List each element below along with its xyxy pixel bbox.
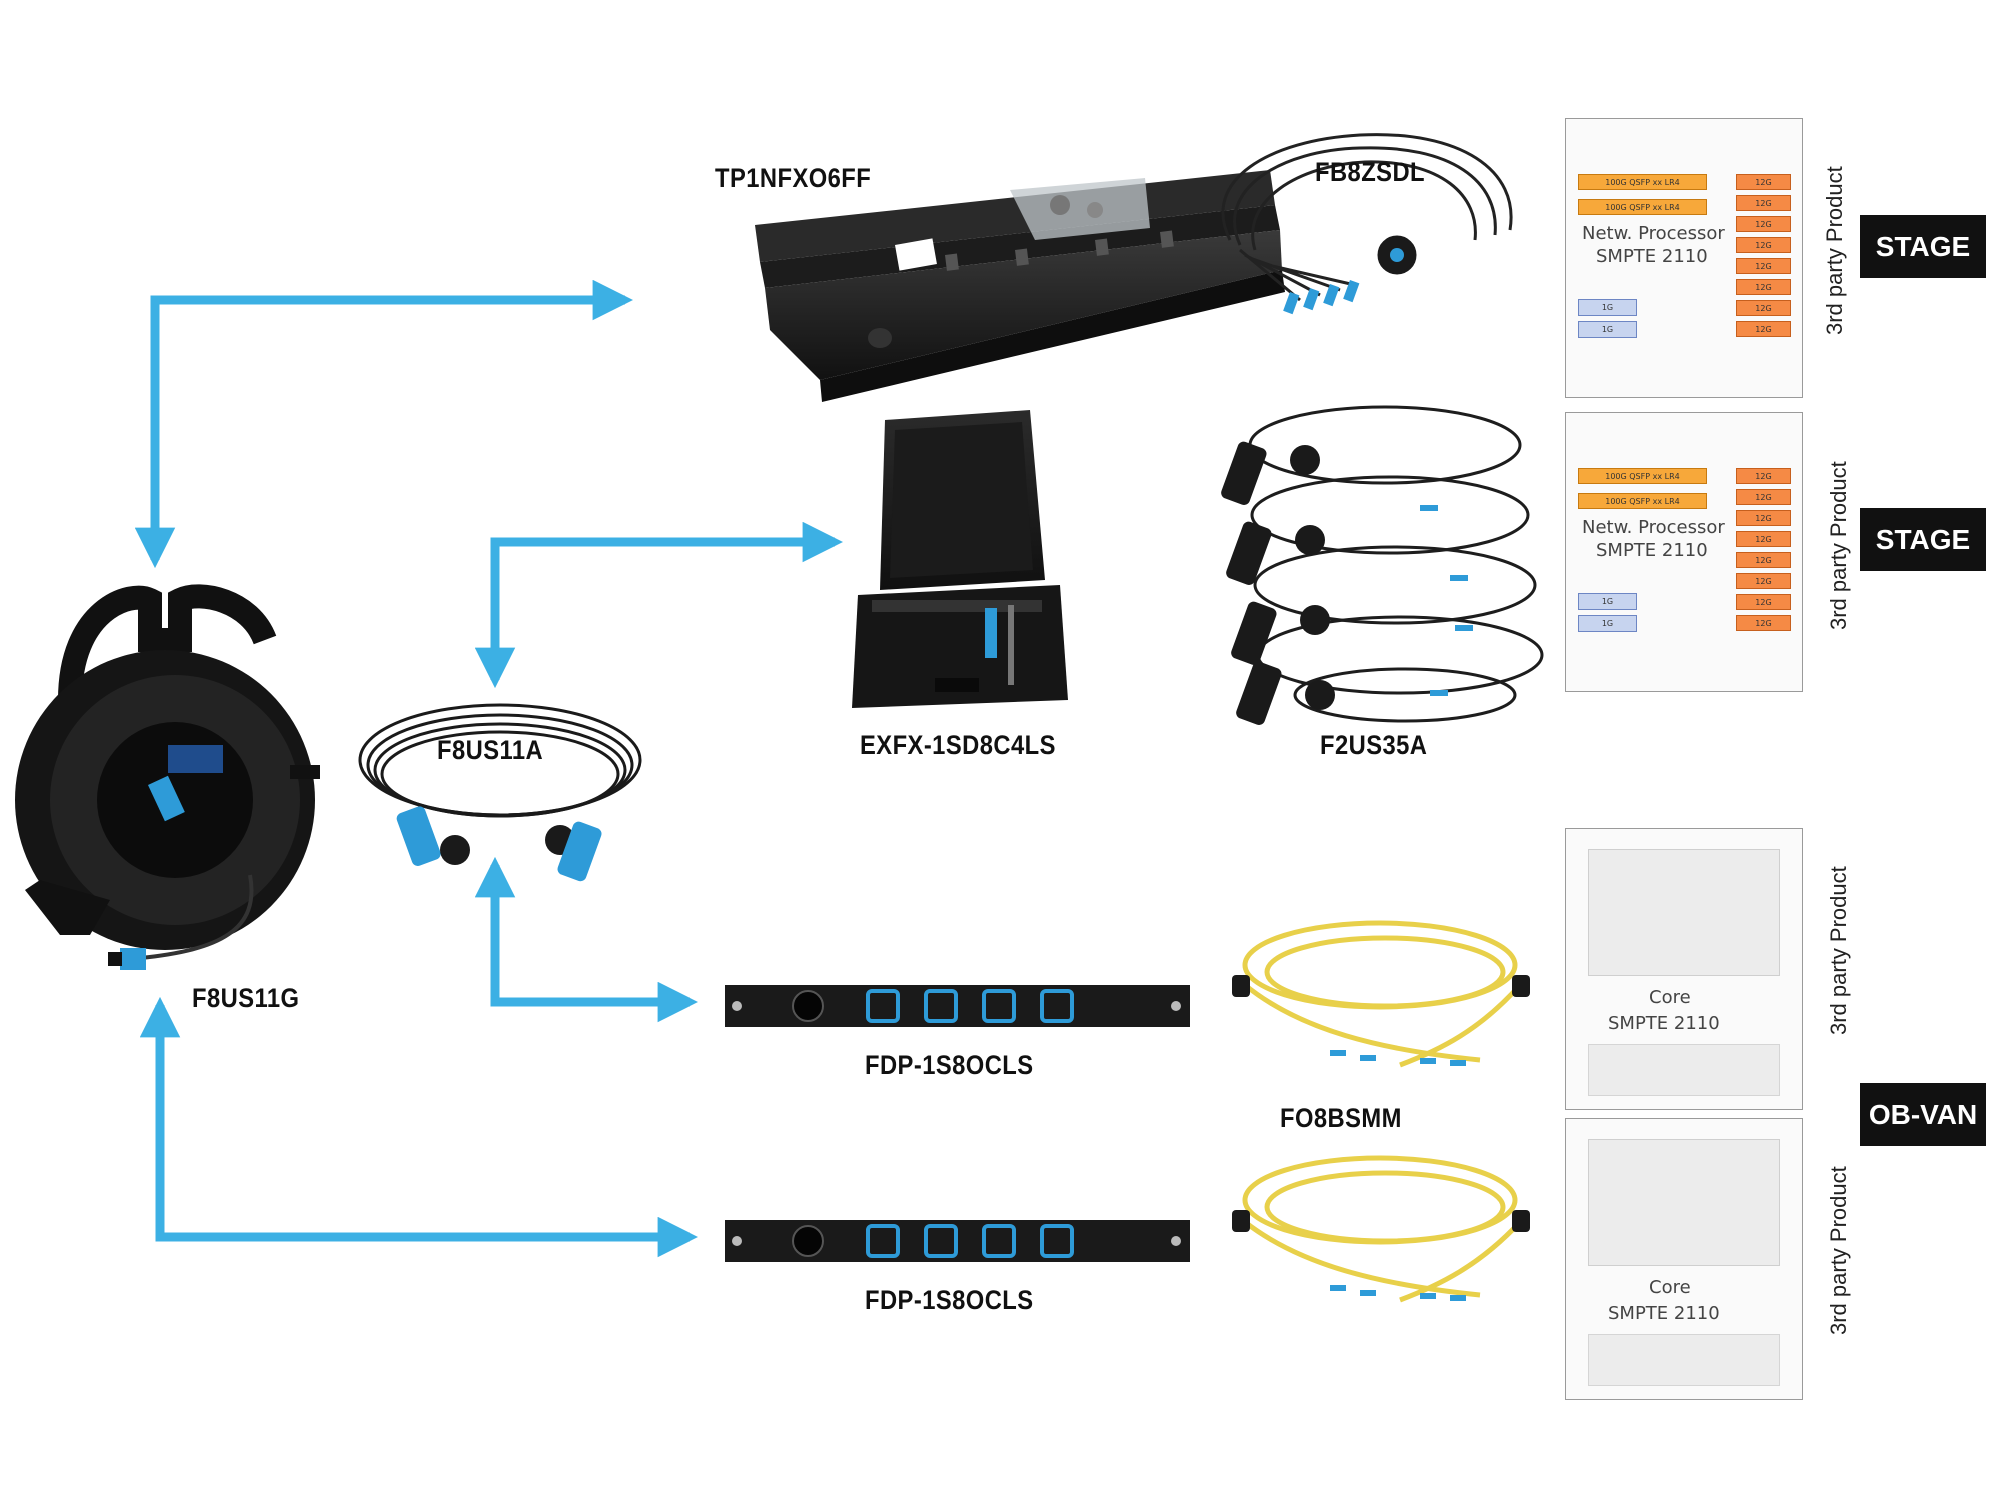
label-fdp-1s8ocls-upper: FDP-1S8OCLS bbox=[865, 1050, 1034, 1080]
arrow-cable-to-case bbox=[474, 521, 844, 689]
port-12g: 12G bbox=[1736, 237, 1791, 253]
label-tp1nfxo6ff: TP1NFXO6FF bbox=[715, 163, 872, 193]
core-title: Core bbox=[1649, 1277, 1691, 1298]
port-12g: 12G bbox=[1736, 489, 1791, 505]
port-12g: 12G bbox=[1736, 552, 1791, 568]
port-12g: 12G bbox=[1736, 573, 1791, 589]
label-fdp-1s8ocls-lower: FDP-1S8OCLS bbox=[865, 1285, 1034, 1315]
port-12g: 12G bbox=[1736, 321, 1791, 337]
core-subtitle: SMPTE 2110 bbox=[1608, 1013, 1720, 1034]
label-fb8zsdl: FB8ZSDL bbox=[1315, 157, 1425, 187]
port-100g: 100G QSFP xx LR4 bbox=[1578, 468, 1707, 484]
network-processor-panel-1: 100G QSFP xx LR4 100G QSFP xx LR4 Netw. … bbox=[1565, 118, 1803, 398]
yellow-fibre-2-illustration bbox=[1242, 1155, 1522, 1303]
arrow-reel-to-panel bbox=[139, 996, 699, 1258]
yellow-fibre-lc bbox=[1330, 1050, 1466, 1301]
yellow-fibre-1-illustration bbox=[1242, 920, 1522, 1068]
core-panel-2: Core SMPTE 2110 bbox=[1565, 1118, 1803, 1400]
processor-title: Netw. Processor bbox=[1582, 223, 1725, 244]
arrow-reel-to-rack bbox=[134, 279, 634, 569]
core-panel-1: Core SMPTE 2110 bbox=[1565, 828, 1803, 1110]
processor-title: Netw. Processor bbox=[1582, 517, 1725, 538]
third-party-label-2: 3rd party Product bbox=[1826, 461, 1851, 630]
rack-tray-illustration bbox=[755, 170, 1285, 402]
coil-connectors bbox=[396, 806, 602, 882]
port-12g: 12G bbox=[1736, 195, 1791, 211]
port-1g: 1G bbox=[1578, 615, 1637, 632]
zone-tag-ob-van: OB-VAN bbox=[1860, 1083, 1986, 1146]
port-12g: 12G bbox=[1736, 615, 1791, 631]
third-party-label-4: 3rd party Product bbox=[1826, 1166, 1851, 1335]
core-subtitle: SMPTE 2110 bbox=[1608, 1303, 1720, 1324]
port-12g: 12G bbox=[1736, 279, 1791, 295]
port-100g: 100G QSFP xx LR4 bbox=[1578, 174, 1707, 190]
label-f8us11g: F8US11G bbox=[192, 983, 300, 1013]
port-12g: 12G bbox=[1736, 510, 1791, 526]
processor-subtitle: SMPTE 2110 bbox=[1596, 246, 1708, 267]
port-1g: 1G bbox=[1578, 299, 1637, 316]
port-12g: 12G bbox=[1736, 216, 1791, 232]
flow-arrows bbox=[134, 279, 844, 1258]
yellow-fibre-ends bbox=[1232, 975, 1530, 1232]
processor-subtitle: SMPTE 2110 bbox=[1596, 540, 1708, 561]
third-party-label-1: 3rd party Product bbox=[1822, 166, 1847, 335]
zone-tag-stage-lower: STAGE bbox=[1860, 508, 1986, 571]
port-100g: 100G QSFP xx LR4 bbox=[1578, 199, 1707, 215]
multi-cable-lc bbox=[1420, 505, 1473, 696]
core-title: Core bbox=[1649, 987, 1691, 1008]
patch-panel-1-illustration bbox=[725, 985, 1190, 1027]
port-12g: 12G bbox=[1736, 258, 1791, 274]
port-1g: 1G bbox=[1578, 321, 1637, 338]
label-f8us11a: F8US11A bbox=[437, 735, 544, 765]
label-fo8bsmm: FO8BSMM bbox=[1280, 1103, 1402, 1133]
port-12g: 12G bbox=[1736, 594, 1791, 610]
fanout-lc-connectors bbox=[1283, 280, 1360, 315]
label-exfx-1sd8c4ls: EXFX-1SD8C4LS bbox=[860, 730, 1056, 760]
network-processor-panel-2: 100G QSFP xx LR4 100G QSFP xx LR4 Netw. … bbox=[1565, 412, 1803, 692]
port-12g: 12G bbox=[1736, 300, 1791, 316]
label-f2us35a: F2US35A bbox=[1320, 730, 1428, 760]
third-party-label-3: 3rd party Product bbox=[1826, 866, 1851, 1035]
zone-tag-stage-upper: STAGE bbox=[1860, 215, 1986, 278]
multi-cable-connectors bbox=[1221, 441, 1335, 725]
port-100g: 100G QSFP xx LR4 bbox=[1578, 493, 1707, 509]
cable-reel-illustration bbox=[15, 584, 320, 970]
port-12g: 12G bbox=[1736, 468, 1791, 484]
port-1g: 1G bbox=[1578, 593, 1637, 610]
fanout-cable-illustration bbox=[1221, 133, 1513, 302]
arrow-cable-to-panel bbox=[474, 856, 699, 1023]
port-12g: 12G bbox=[1736, 531, 1791, 547]
transport-case-illustration bbox=[852, 410, 1068, 708]
port-12g: 12G bbox=[1736, 174, 1791, 190]
patch-panel-2-illustration bbox=[725, 1220, 1190, 1262]
cable-coil-illustration bbox=[358, 703, 642, 818]
